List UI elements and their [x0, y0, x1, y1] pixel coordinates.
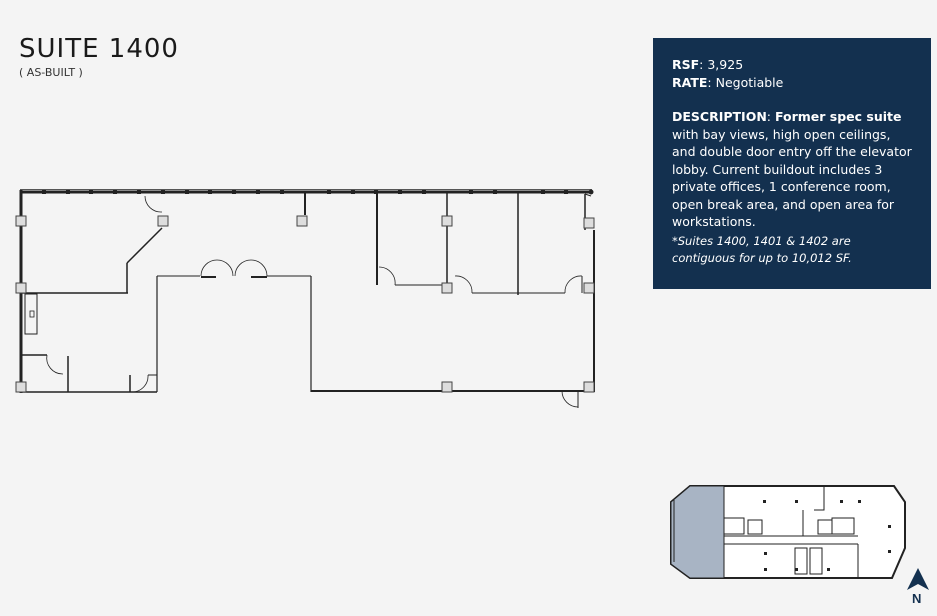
description-bold: Former spec suite [774, 109, 902, 124]
description: DESCRIPTION: Former spec suite with bay … [672, 108, 912, 231]
description-text: with bay views, high open ceilings, and … [672, 126, 912, 230]
rate-label: RATE [672, 74, 708, 90]
rsf-line: RSF: 3,925 [672, 56, 912, 74]
description-sep: : [766, 109, 775, 124]
floor-keyplan [670, 485, 906, 579]
rsf-label: RSF [672, 57, 700, 72]
rsf-value: : 3,925 [699, 57, 744, 72]
contiguous-note: *Suites 1400, 1401 & 1402 are contiguous… [672, 233, 852, 266]
page-subtitle: ( AS-BUILT ) [19, 66, 83, 79]
north-arrow-icon [907, 568, 929, 590]
rate-value: : Negotiable [707, 74, 784, 90]
page-title: SUITE 1400 [19, 34, 179, 64]
description-label: DESCRIPTION [672, 109, 767, 124]
suite-floorplan [15, 189, 595, 408]
rate-line: RATE: Negotiable [672, 74, 912, 92]
suite-info-box: RSF: 3,925 RATE: Negotiable DESCRIPTION:… [653, 38, 931, 289]
compass-label: N [912, 591, 922, 606]
